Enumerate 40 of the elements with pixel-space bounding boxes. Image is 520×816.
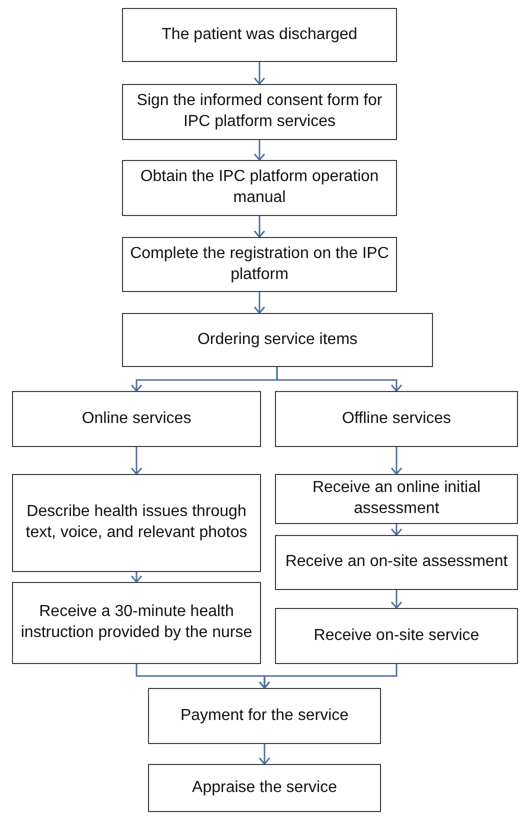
process-box — [12, 474, 261, 572]
arrow — [390, 524, 402, 536]
arrow — [130, 447, 142, 475]
arrow — [254, 292, 266, 314]
step-text: Receive on-site service — [314, 626, 480, 646]
step-text: Complete the registration on the IPC platform — [129, 244, 390, 284]
arrow — [390, 447, 402, 475]
arrow — [258, 744, 270, 765]
arrow — [258, 664, 398, 689]
process-box — [122, 8, 397, 62]
process-box — [148, 764, 381, 812]
arrow — [254, 62, 266, 85]
arrow — [276, 367, 402, 392]
arrow — [254, 216, 266, 238]
step-text: The patient was discharged — [162, 24, 358, 45]
step-text: Receive an on-site assessment — [285, 552, 508, 572]
process-box — [12, 391, 261, 447]
process-box — [122, 313, 433, 367]
process-box — [275, 608, 518, 664]
process-box — [122, 84, 397, 140]
step-text: Receive an online initial assessment — [311, 478, 482, 519]
process-box — [122, 237, 397, 292]
arrow — [254, 140, 266, 161]
arrow — [390, 590, 402, 609]
step-text: Receive a 30-minute health instruction provided by the nurse — [20, 602, 254, 643]
process-box — [148, 688, 381, 744]
step-text: Payment for the service — [180, 706, 349, 726]
step-text: Sign the informed consent form for IPC platform services — [136, 91, 384, 132]
step-text: Ordering service items — [197, 330, 358, 350]
process-box — [12, 582, 261, 664]
step-text: Appraise the service — [192, 778, 337, 798]
step-text: Describe health issues through text, voice, and relevant photos — [24, 502, 248, 543]
arrow — [130, 572, 142, 583]
process-box — [122, 160, 397, 216]
process-box — [275, 474, 518, 524]
step-text: Obtain the IPC platform operation manual — [139, 167, 380, 208]
step-text: Online services — [82, 408, 192, 429]
process-box — [275, 391, 518, 447]
process-box — [275, 535, 518, 590]
step-text: Offline services — [342, 408, 452, 429]
